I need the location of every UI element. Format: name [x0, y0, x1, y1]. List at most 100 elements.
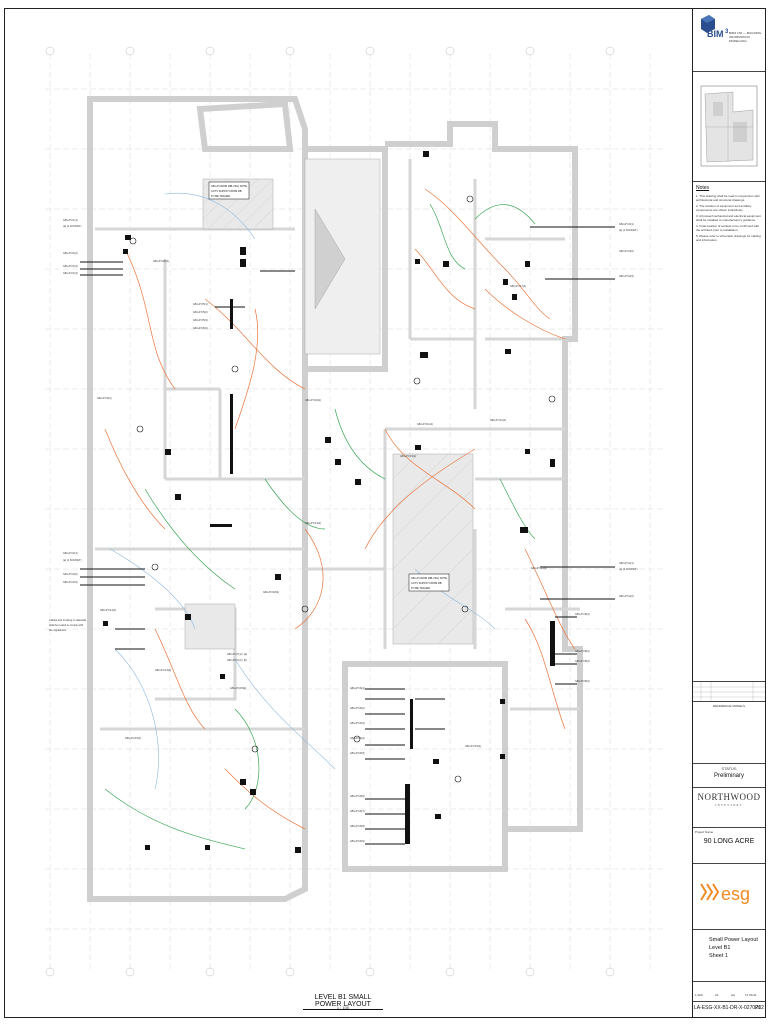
svg-text:GB-LP F18(1): GB-LP F18(1): [263, 590, 279, 594]
note-5: 5. Please refer to schematic drawings fo…: [696, 234, 761, 242]
svg-text:GB-LP F14(1): GB-LP F14(1): [100, 608, 116, 612]
svg-text:GB-LP F5(3): GB-LP F5(3): [193, 318, 208, 322]
key-plan-cell: [693, 71, 765, 181]
svg-text:GB-LP F6(6): GB-LP F6(6): [350, 794, 365, 798]
drawing-number: LA-ESG-XX-B1-DR-X-027021: [694, 1005, 761, 1011]
reference-models-cell: REFERENCE MODELS: [693, 701, 765, 763]
svg-text:GB-LP F6(1): GB-LP F6(1): [350, 686, 365, 690]
svg-text:GB-LP F6(3): GB-LP F6(3): [350, 721, 365, 725]
project-name: 90 LONG ACRE: [703, 838, 755, 845]
drawing-title-line-2: Level B1: [709, 945, 731, 951]
svg-text:TO BE TRACED: TO BE TRACED: [211, 194, 230, 198]
svg-text:GB-LP F3(1): GB-LP F3(1): [619, 222, 634, 226]
svg-text:GB-LP F5(2): GB-LP F5(2): [193, 310, 208, 314]
project-cell: Project Name 90 LONG ACRE: [693, 827, 765, 863]
svg-text:GB-LP F9(1): GB-LP F9(1): [97, 396, 112, 400]
svg-text:GB-LP F17(1): GB-LP F17(1): [510, 284, 526, 288]
client-logo: NORTHWOOD: [697, 792, 761, 802]
svg-text:GB-LP F8(2): GB-LP F8(2): [575, 649, 590, 653]
leader-lines: [80, 226, 615, 845]
revision-value: P02: [755, 1005, 764, 1011]
plan-scale: 1 : 100: [336, 1005, 350, 1010]
svg-text:GB-LP F16(1): GB-LP F16(1): [465, 744, 481, 748]
consultant-logo-suffix: 3: [725, 29, 729, 35]
svg-text:GB-LP F3(2): GB-LP F3(2): [619, 249, 634, 253]
svg-text:GB-LP F6(5): GB-LP F6(5): [350, 751, 365, 755]
svg-text:GB-LP F12(1): GB-LP F12(1): [531, 566, 547, 570]
svg-text:GB-LP F2(2): GB-LP F2(2): [63, 572, 78, 576]
plan-area: GB-LP F1(1)(a) (1 SOCKET) GB-LP F1(2)GB-…: [4, 8, 694, 1018]
svg-text:GB-LP F5(1): GB-LP F5(1): [193, 302, 208, 306]
svg-text:GB-LP F15(2): GB-LP F15(2): [230, 686, 246, 690]
plan-title: LEVEL B1 SMALL POWER LAYOUT: [303, 994, 383, 1010]
svg-text:GB-LP F11(1): GB-LP F11(1): [417, 422, 433, 426]
consultant-logo: BIM 3: [701, 15, 729, 39]
svg-text:TO BE TRACED: TO BE TRACED: [411, 586, 430, 590]
drawn-value: AA: [731, 993, 736, 997]
svg-text:GB-LP F1(3): GB-LP F1(3): [63, 264, 78, 268]
drawing-number-cell: LA-ESG-XX-B1-DR-X-027021 P02: [693, 1001, 765, 1017]
status-cell: STATUS Preliminary: [693, 763, 765, 787]
lift-core: [184, 158, 474, 650]
svg-text:GB-LP F6(8): GB-LP F6(8): [350, 824, 365, 828]
svg-text:(a) (1 SOCKET): (a) (1 SOCKET): [619, 228, 638, 232]
device-symbols: [103, 151, 555, 853]
svg-text:GB-LP F19(1): GB-LP F19(1): [400, 454, 416, 458]
project-label: Project Name: [695, 830, 714, 834]
svg-text:GB-LP F13(1): GB-LP F13(1): [305, 521, 321, 525]
status-value: Preliminary: [713, 773, 744, 779]
drawing-title: Small Power Layout Level B1 Sheet 1: [709, 936, 758, 960]
svg-text:Cables and trunking in stairwe: Cables and trunking in stairwells: [49, 618, 87, 622]
client-logo-sub: INVESTORS: [715, 803, 743, 807]
internal-walls: [95, 159, 580, 731]
floor-plan: GB-LP F1(1)(a) (1 SOCKET) GB-LP F1(2)GB-…: [45, 46, 665, 977]
svg-text:CCTV SUPPLY FROM DB: CCTV SUPPLY FROM DB: [411, 581, 442, 585]
svg-text:CCTV SUPPLY FROM DB: CCTV SUPPLY FROM DB: [211, 189, 242, 193]
drawing-meta-cell: 1:100 A1 AA 17.09.21: [693, 981, 765, 1001]
drawing-title-cell: Small Power Layout Level B1 Sheet 1: [693, 929, 765, 981]
notes-heading: Notes: [696, 185, 710, 191]
svg-text:GB-LP F10(1): GB-LP F10(1): [305, 398, 321, 402]
svg-text:(a) (1 SOCKET): (a) (1 SOCKET): [63, 224, 82, 228]
svg-text:GB-LP F14(2): GB-LP F14(2): [155, 668, 171, 672]
scale-value: 1:100: [695, 993, 703, 997]
key-plan: [700, 85, 758, 167]
svg-text:GB-LP F2(1): GB-LP F2(1): [63, 551, 78, 555]
size-value: A1: [715, 993, 719, 997]
svg-text:GB-LP F1(2): GB-LP F1(2): [63, 251, 78, 255]
svg-text:GB-LP F8(1): GB-LP F8(1): [575, 612, 590, 616]
notes-cell: Notes 1. This drawing shall be read in c…: [693, 181, 765, 681]
svg-text:fire regulations: fire regulations: [49, 628, 67, 632]
left-note: Cables and trunking in stairwells shall …: [49, 618, 87, 632]
building-walls: [87, 96, 583, 902]
socket-symbols: [129, 195, 556, 783]
svg-text:GB-LP F2(3): GB-LP F2(3): [63, 580, 78, 584]
svg-text:GB-LP FROM (DB-VDL) NOTE: GB-LP FROM (DB-VDL) NOTE: [211, 184, 247, 188]
date-value: 17.09.21: [745, 993, 757, 997]
note-box-2: GB-LP FROM (DB-VDL) NOTE CCTV SUPPLY FRO…: [408, 573, 450, 592]
consultant-address: BIM3 LTD — BUILDING INFORMATION MODELLIN…: [729, 31, 762, 43]
svg-text:GB-LP F6(7): GB-LP F6(7): [350, 809, 365, 813]
note-1: 1. This drawing shall be read in conjunc…: [696, 194, 760, 202]
grid-bubbles: [45, 46, 615, 977]
drawing-title-line-1: Small Power Layout: [709, 937, 758, 943]
svg-text:GB-LP F11(2): GB-LP F11(2): [490, 418, 506, 422]
svg-text:GB-LP F3(3): GB-LP F3(3): [619, 274, 634, 278]
svg-text:(a) (1 SOCKET): (a) (1 SOCKET): [63, 558, 82, 562]
svg-text:GB-LP F6(4): GB-LP F6(4): [350, 736, 365, 740]
svg-text:GB-LP F5(4): GB-LP F5(4): [193, 326, 208, 330]
drawing-title-line-3: Sheet 1: [709, 953, 728, 959]
designer-cell: esg: [693, 863, 765, 929]
status-label: STATUS: [721, 766, 737, 771]
svg-text:GB-LP F15(1): GB-LP F15(1): [125, 736, 141, 740]
note-3: 3. All power/mechanical and electrical e…: [696, 214, 761, 222]
svg-text:GB-LP F1(4): GB-LP F1(4): [63, 271, 78, 275]
consultant-logo-text: BIM: [707, 29, 724, 39]
note-box-1: GB-LP FROM (DB-VDL) NOTE CCTV SUPPLY FRO…: [208, 181, 250, 200]
circuit-green: [104, 203, 536, 850]
svg-text:GB-LP F6(9): GB-LP F6(9): [350, 839, 365, 843]
annotations: GB-LP F1(1)(a) (1 SOCKET) GB-LP F1(2)GB-…: [63, 218, 638, 843]
svg-text:GB-LP F4(2): GB-LP F4(2): [619, 594, 634, 598]
designer-logo: esg: [700, 883, 750, 904]
